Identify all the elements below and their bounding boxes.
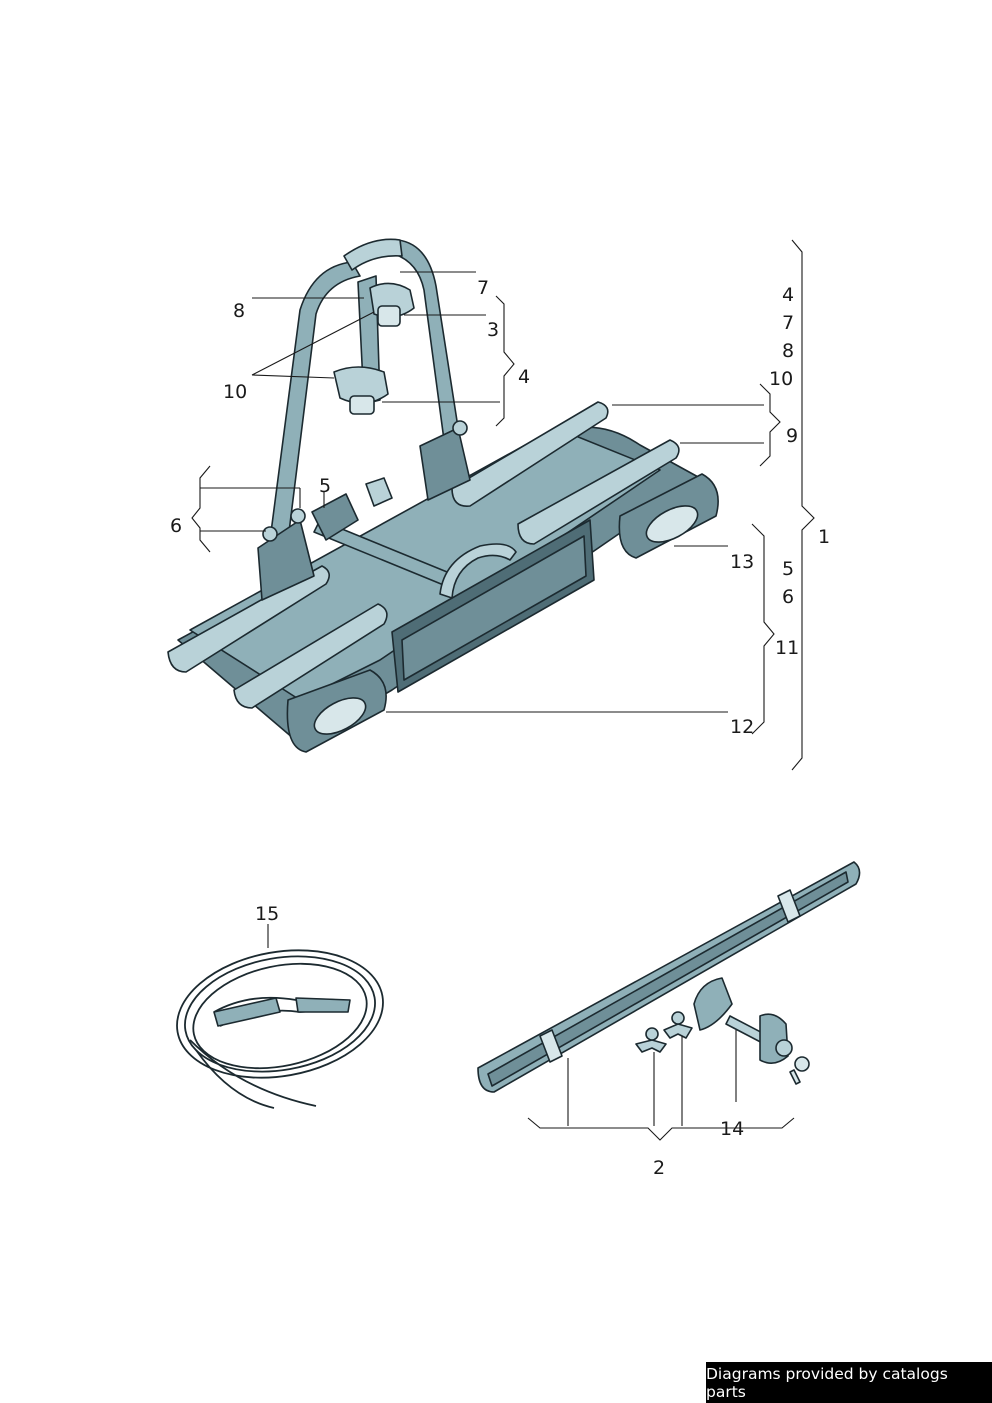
- wing-nut-2: [663, 1011, 693, 1039]
- wheel-rail-left-1: [167, 565, 330, 673]
- callout-15: 15: [255, 903, 279, 925]
- bike-carrier-assembly: [167, 238, 719, 753]
- knob-left-2: [290, 508, 306, 524]
- braces: [191, 239, 815, 1141]
- callout-13: 13: [730, 551, 754, 573]
- arch-foot-right: [419, 427, 471, 501]
- callout-5-left: 5: [319, 475, 331, 497]
- knob-right: [452, 420, 468, 436]
- upright-arch: [269, 261, 361, 541]
- rail-band-2: [777, 889, 801, 923]
- hitch-clamp-mechanism: [311, 493, 359, 541]
- cable-harness: [176, 949, 384, 1109]
- brace-4-mid: [495, 295, 515, 427]
- callout-r11: 11: [775, 637, 799, 659]
- wheel-rail-right-2: [517, 439, 680, 545]
- credit-banner: Diagrams provided by catalogs parts: [706, 1362, 992, 1403]
- wheel-rail-kit: [477, 861, 861, 1093]
- brace-9: [759, 383, 781, 467]
- leader-lines: [200, 271, 764, 1126]
- callout-14: 14: [720, 1118, 744, 1140]
- rail-band-1: [539, 1029, 563, 1063]
- callout-8-top: 8: [233, 300, 245, 322]
- license-plate-area: [401, 535, 587, 681]
- brace-1: [791, 239, 815, 771]
- upright-arch-top: [343, 238, 403, 271]
- brace-6-left: [191, 465, 211, 553]
- callout-9: 9: [786, 425, 798, 447]
- clamp-knob-upper: [377, 305, 401, 327]
- wheel-rail-left-2: [233, 603, 388, 709]
- callout-10-left: 10: [223, 381, 247, 403]
- brace-2: [527, 1117, 795, 1141]
- callout-7-top: 7: [477, 277, 489, 299]
- callout-r4: 4: [782, 284, 794, 306]
- callout-r1: 1: [818, 526, 830, 548]
- callout-r10: 10: [769, 368, 793, 390]
- lock-cylinder: [365, 477, 393, 507]
- callout-r6: 6: [782, 586, 794, 608]
- brace-11: [751, 523, 775, 735]
- clamp-knob-lower: [349, 395, 375, 415]
- callout-6-left: 6: [170, 515, 182, 537]
- callout-12: 12: [730, 716, 754, 738]
- wheel-rail-right-1: [451, 401, 609, 507]
- rail-lock-assembly: [693, 977, 810, 1085]
- callout-4-mid: 4: [518, 366, 530, 388]
- callout-r7: 7: [782, 312, 794, 334]
- callout-3: 3: [487, 319, 499, 341]
- tail-light-right: [618, 473, 719, 559]
- long-wheel-rail-inner: [487, 871, 849, 1087]
- knob-left: [262, 526, 278, 542]
- callout-r5: 5: [782, 558, 794, 580]
- tail-light-left: [286, 669, 387, 753]
- cable-strap: [213, 997, 351, 1027]
- wing-nut-1: [635, 1027, 667, 1053]
- callout-r8: 8: [782, 340, 794, 362]
- callout-2: 2: [653, 1157, 665, 1179]
- hitch-handle: [439, 543, 517, 599]
- callout-labels: 7 8 3 4 10 5 6 13 12 9 4 7 8 10 1 5 6 11…: [170, 277, 830, 1179]
